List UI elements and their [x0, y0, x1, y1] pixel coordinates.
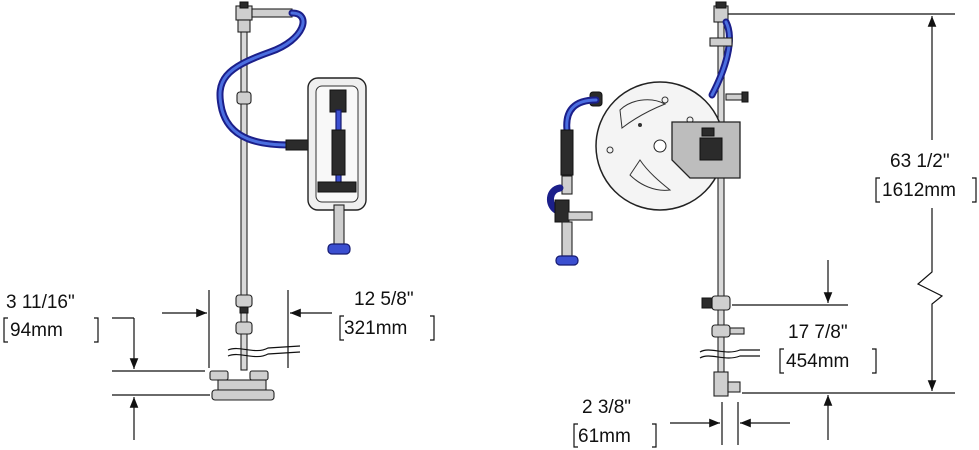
dim-17-7-8-imperial: 17 7/8"	[788, 322, 848, 343]
faucet-handle-right	[249, 370, 269, 381]
dim-3-11-16-imperial: 3 11/16"	[6, 292, 75, 313]
riser-pipe	[240, 29, 248, 371]
swivel-inlet	[699, 137, 723, 161]
wall-bracket	[236, 91, 252, 105]
faucet-handle-left	[209, 370, 229, 381]
side-view: 3 11/16" 94mm 12 5/8" 321mm	[3, 1, 435, 440]
dim-12-5-8-imperial: 12 5/8"	[354, 289, 414, 310]
dim-63-1-2-metric: 1612mm	[882, 180, 956, 201]
dim-3-11-16-metric: 94mm	[10, 320, 63, 341]
dim-17-7-8-metric: 454mm	[786, 351, 849, 372]
dim-63-1-2-imperial: 63 1/2"	[890, 151, 950, 172]
spray-valve	[327, 243, 351, 255]
front-view: 63 1/2" 1612mm 17 7/8" 454mm 2 3/8" 61mm	[547, 1, 977, 448]
dim-2-3-8-metric: 61mm	[578, 426, 631, 447]
supply-hose	[216, 9, 307, 149]
dim-12-5-8-metric: 321mm	[344, 318, 407, 339]
dim-2-3-8-imperial: 2 3/8"	[582, 397, 631, 418]
spray-valve-front	[555, 255, 579, 266]
faucet-base	[211, 389, 275, 401]
